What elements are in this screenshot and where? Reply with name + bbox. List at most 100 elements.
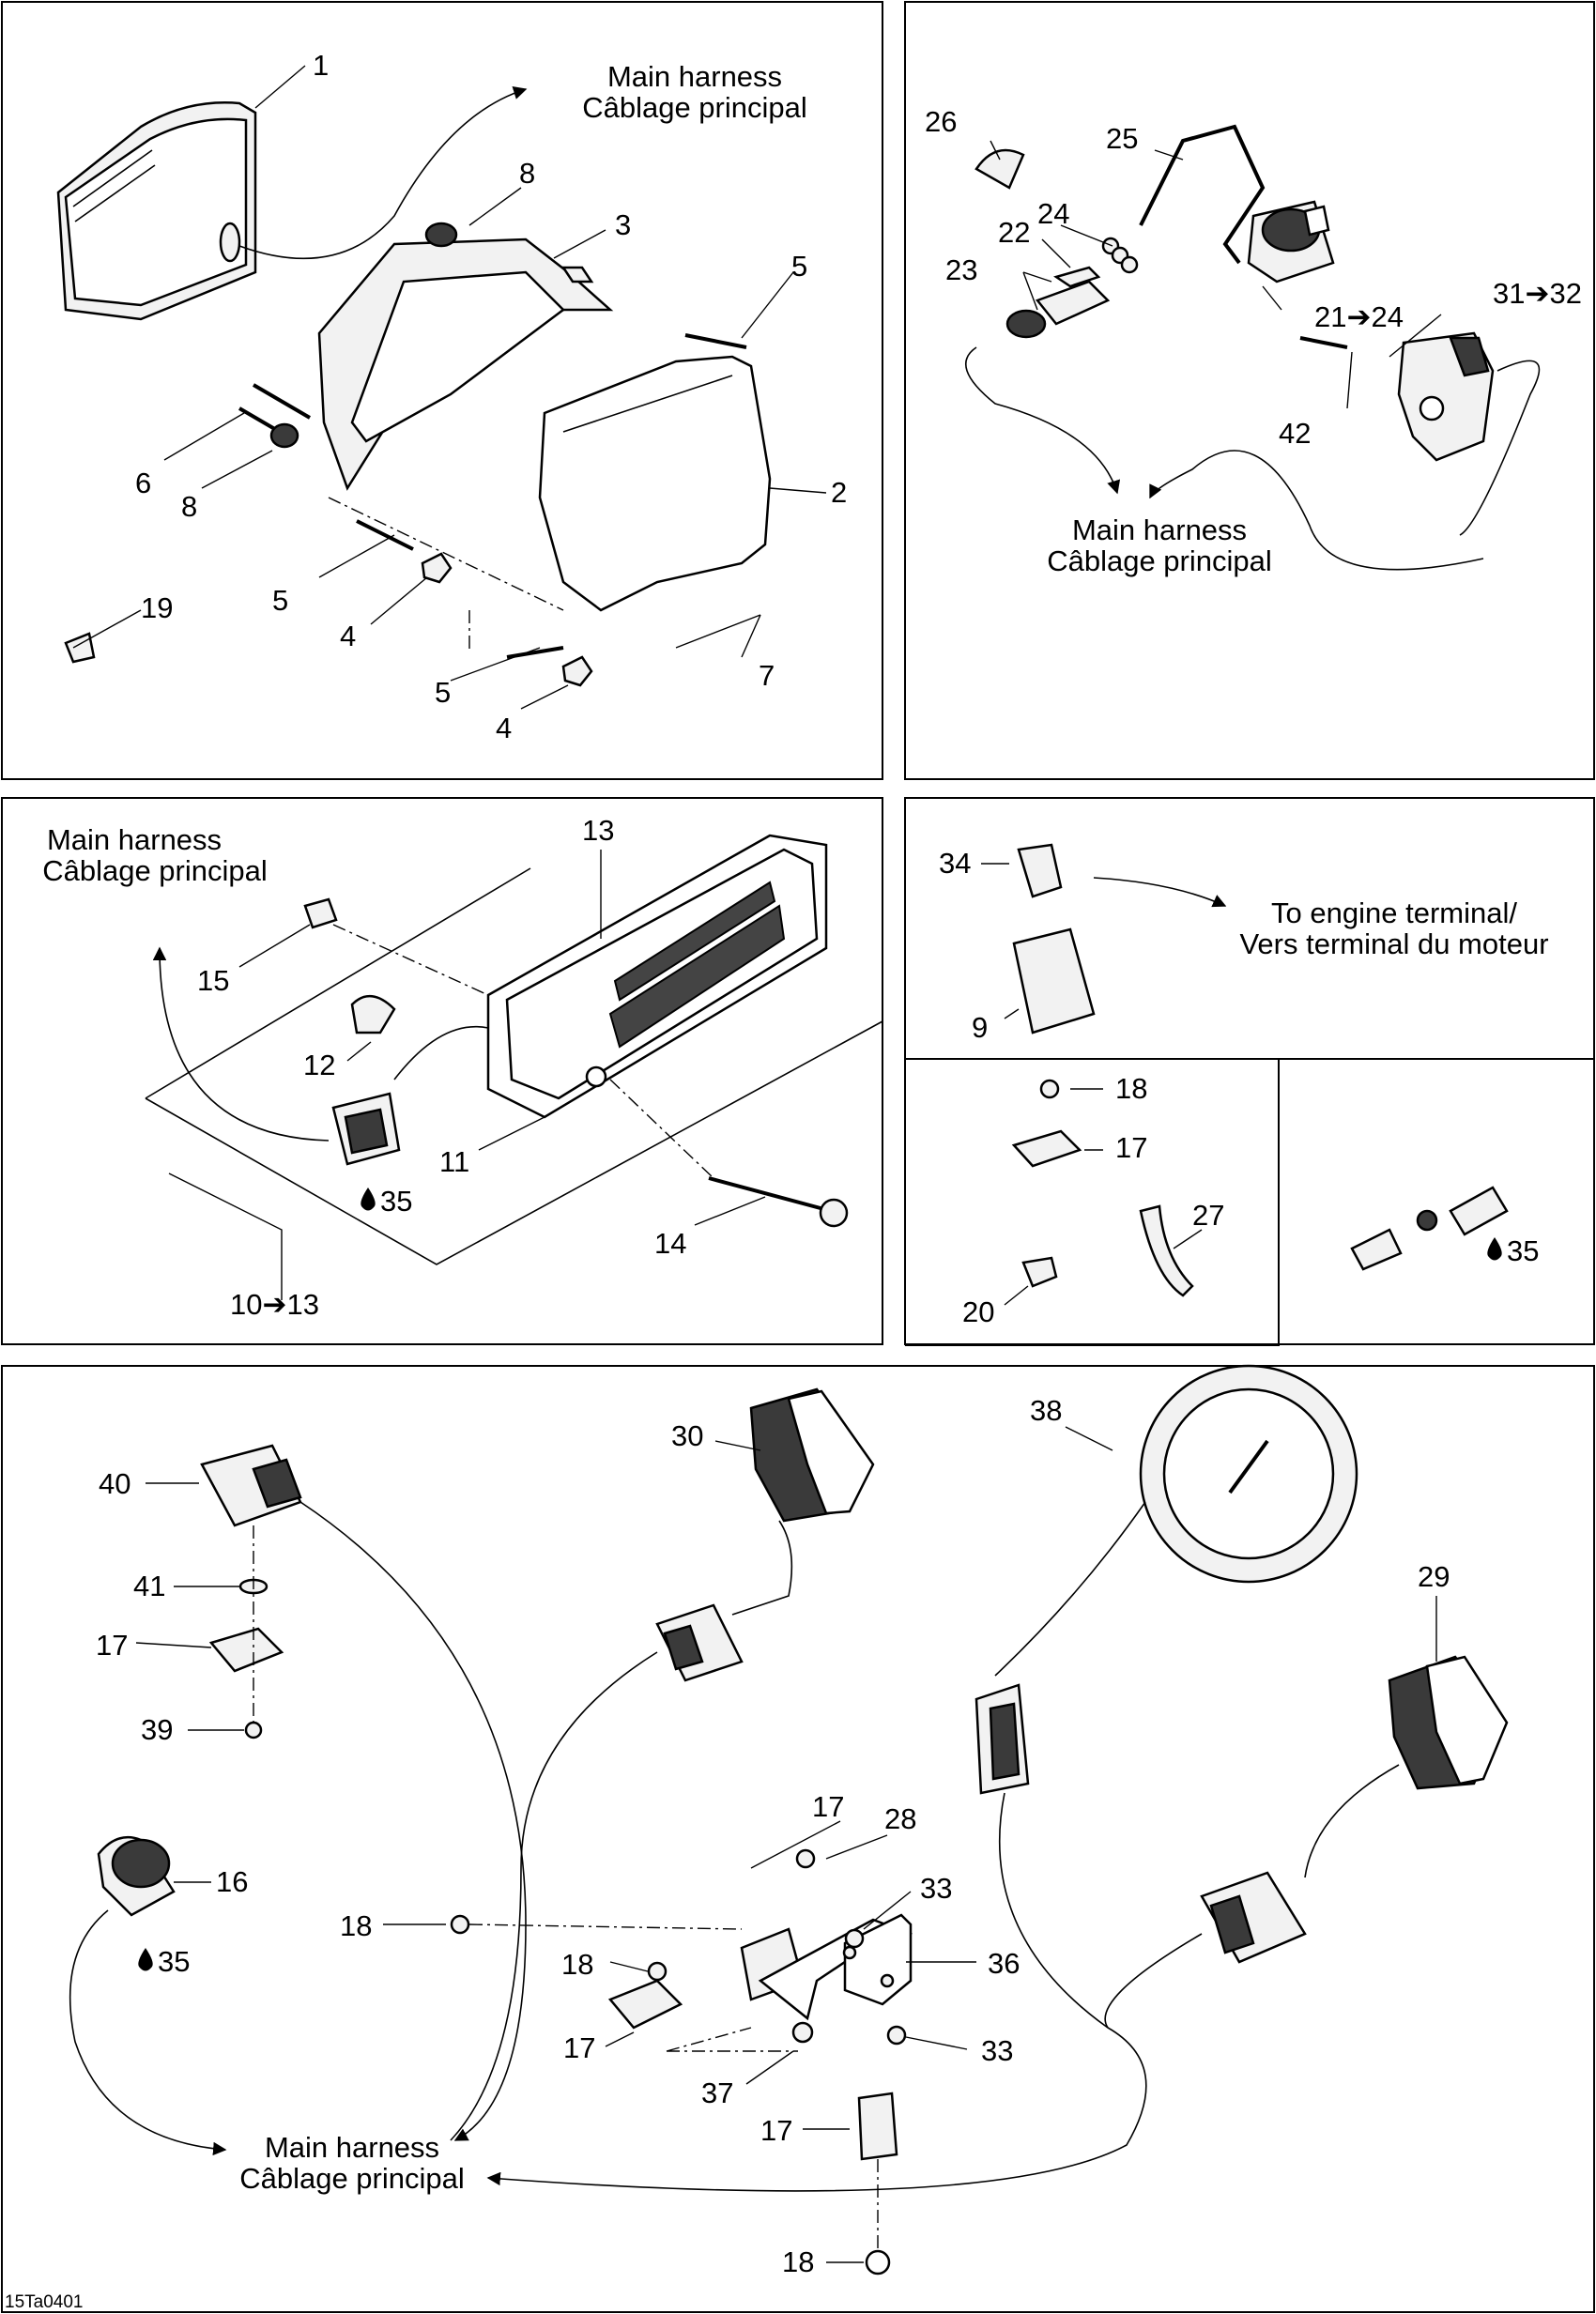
label-part-6: 6 [135,467,151,499]
clip-17-b [607,1979,683,2030]
nut-33-b [886,2025,907,2046]
engine-terminal-caption-fr: Vers terminal du moteur [1239,927,1548,960]
label-part-15: 15 [197,964,229,997]
screw-28 [795,1848,816,1869]
main-harness-caption: Main harness [265,2131,439,2164]
rivet-18-b [647,1961,668,1982]
knob-nut-b [561,655,593,687]
label-part-35: 35 [380,1185,412,1218]
lamp-bulb [350,995,396,1034]
grommet-lower [269,422,299,449]
label-part-31-32: 31➔32 [1493,277,1582,310]
label-part-17: 17 [760,2114,792,2147]
label-part-20: 20 [962,1295,994,1328]
label-part-18: 18 [340,1909,372,1942]
grommet-top [424,222,458,248]
gauge-38 [1139,1364,1358,1584]
clip-17-a [208,1627,284,1673]
label-part-25: 25 [1106,122,1138,155]
headlamp-unit [56,101,257,321]
sealant-drop-icon [361,1188,376,1211]
harness-captions: Main harness Câblage principal Main harn… [42,60,1548,2195]
nut-33-a [844,1928,865,1949]
label-part-26: 26 [925,105,957,138]
label-part-35: 35 [158,1945,190,1978]
sealant-drop-icon [138,1948,153,1971]
sealant-callouts: 35 35 35 [138,1185,1539,1978]
label-part-33: 33 [920,1872,952,1905]
taillight-mount-plane [145,867,883,1265]
label-part-38: 38 [1030,1394,1062,1427]
main-harness-caption-fr: Câblage principal [239,2162,465,2195]
label-part-34: 34 [939,847,971,880]
main-harness-caption: Main harness [607,60,782,93]
main-harness-caption-fr: Câblage principal [582,91,807,124]
label-part-2: 2 [831,476,847,509]
label-part-12: 12 [303,1049,335,1081]
rivet-18 [1039,1079,1060,1099]
label-part-19: 19 [141,591,173,624]
label-part-29: 29 [1418,1560,1450,1593]
label-part-14: 14 [654,1227,686,1260]
connector-29 [1200,1871,1307,1964]
label-part-24: 24 [1037,197,1069,230]
ignition-switch [1247,200,1335,284]
engine-terminal-caption: To engine terminal/ [1271,896,1517,929]
connector-22-23 [1005,266,1111,339]
label-part-30: 30 [671,1419,703,1452]
main-harness-caption-fr: Câblage principal [42,854,268,887]
wire-clip-26 [974,148,1025,190]
connector-38 [974,1683,1030,1795]
label-part-40: 40 [99,1467,130,1500]
label-part-18: 18 [782,2245,814,2278]
panel-hardware [904,797,1595,1346]
knob-nut-a [421,552,453,584]
label-part-5: 5 [435,676,451,709]
label-part-5: 5 [791,250,807,283]
taillight-unit [486,834,828,1119]
terminals-24 [1101,237,1139,274]
main-harness-caption: Main harness [1072,513,1247,546]
label-part-42: 42 [1279,417,1311,450]
switch-housing-31 [1397,331,1495,462]
label-part-39: 39 [141,1713,173,1746]
main-harness-caption: Main harness [47,823,222,856]
label-part-1: 1 [313,49,329,82]
headlamp-bezel [317,238,614,491]
label-part-37: 37 [701,2076,733,2109]
panel-taillight [1,797,883,1345]
nut-15 [303,897,338,929]
screw-20 [1021,1256,1058,1288]
switch-30 [749,1387,875,1523]
label-part-4: 4 [496,712,512,744]
connector-cover-9 [1012,927,1096,1034]
label-part-9: 9 [972,1011,988,1044]
label-part-35: 35 [1507,1234,1539,1267]
screw-14 [708,1176,832,1213]
label-part-33: 33 [981,2034,1013,2067]
part-number-labels: 1 8 3 5 2 6 8 5 4 19 7 5 4 26 25 24 22 2… [96,49,1582,2278]
label-part-7: 7 [759,659,775,692]
indicator-16 [97,1835,176,1917]
panel-gauges [1,1364,1595,2313]
clip-17 [1011,1129,1082,1168]
label-part-18: 18 [561,1948,593,1981]
label-part-17: 17 [1115,1131,1147,1164]
switch-29 [1388,1655,1509,1790]
sealant-drop-icon [1487,1237,1502,1261]
label-part-27: 27 [1192,1199,1224,1232]
label-part-41: 41 [133,1570,165,1602]
label-part-18: 18 [1115,1072,1147,1105]
clip-17-d [857,2092,898,2161]
drawing-code: 15Ta0401 [5,2292,83,2312]
cable-tie-27 [1139,1204,1194,1297]
rivet-39 [244,1721,263,1739]
label-part-3: 3 [615,208,631,241]
main-harness-caption-fr: Câblage principal [1047,544,1272,577]
cap-18-c [865,2249,891,2276]
label-part-8: 8 [181,490,197,523]
rivet-18-a [450,1914,470,1935]
label-part-8: 8 [519,157,535,190]
label-part-22: 22 [998,216,1030,249]
